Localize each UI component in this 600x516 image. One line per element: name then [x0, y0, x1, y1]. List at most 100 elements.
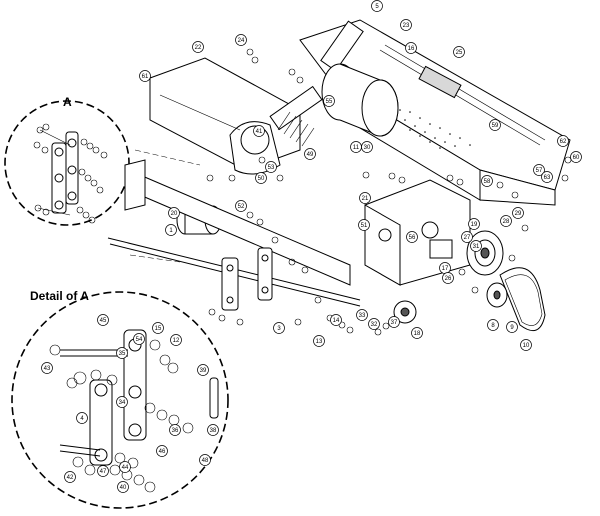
- hub-sprocket: [393, 300, 417, 324]
- callout-number: 29: [515, 211, 522, 217]
- perforated-panel: [399, 109, 471, 149]
- callout-number: 10: [523, 343, 530, 349]
- front-cover: [149, 57, 301, 175]
- callout-number: 9: [510, 325, 514, 331]
- callout-number: 48: [202, 458, 209, 464]
- callout-43: 43: [41, 362, 53, 374]
- callout-number: 39: [200, 368, 207, 374]
- callout-number: 35: [119, 351, 126, 357]
- callout-number: 3: [277, 326, 281, 332]
- callout-number: 55: [326, 99, 333, 105]
- callout-22: 22: [192, 41, 204, 53]
- callout-number: 63: [544, 175, 551, 181]
- callout-5: 5: [371, 0, 383, 12]
- callout-55: 55: [323, 95, 335, 107]
- callout-44: 44: [119, 461, 131, 473]
- callout-number: 25: [456, 50, 463, 56]
- callout-number: 62: [560, 139, 567, 145]
- callout-47: 47: [97, 465, 109, 477]
- callout-9: 9: [506, 321, 518, 333]
- callout-number: 44: [122, 465, 129, 471]
- callout-31: 31: [470, 240, 482, 252]
- callout-number: 13: [316, 339, 323, 345]
- gearbox-housing: [364, 179, 471, 286]
- callout-number: 23: [403, 23, 410, 29]
- callout-25: 25: [453, 46, 465, 58]
- callout-16: 16: [405, 42, 417, 54]
- callout-number: 15: [155, 326, 162, 332]
- callout-number: 8: [491, 323, 495, 329]
- callout-11: 11: [350, 141, 362, 153]
- callout-number: 14: [333, 318, 340, 324]
- callout-number: 26: [445, 276, 452, 282]
- callout-50: 50: [255, 172, 267, 184]
- callout-56: 56: [406, 231, 418, 243]
- callout-37: 37: [388, 316, 400, 328]
- callout-number: 54: [136, 337, 143, 343]
- callout-46: 46: [156, 445, 168, 457]
- callout-number: 28: [503, 219, 510, 225]
- detail-circle-a-small: [4, 100, 130, 226]
- callout-1: 1: [165, 224, 177, 236]
- callout-41: 41: [253, 125, 265, 137]
- callout-60: 60: [570, 151, 582, 163]
- callout-28: 28: [500, 215, 512, 227]
- callout-number: 4: [80, 416, 84, 422]
- callout-63: 63: [541, 171, 553, 183]
- callout-53: 53: [265, 161, 277, 173]
- spring-assembly: [269, 85, 323, 147]
- callout-number: 42: [67, 475, 74, 481]
- callout-number: 31: [473, 244, 480, 250]
- callout-62: 62: [557, 135, 569, 147]
- callout-36: 36: [169, 424, 181, 436]
- callout-number: 30: [364, 145, 371, 151]
- callout-number: 41: [256, 129, 263, 135]
- callout-13: 13: [313, 335, 325, 347]
- callout-number: 59: [492, 123, 499, 129]
- callout-number: 51: [361, 223, 368, 229]
- callout-number: 32: [371, 322, 378, 328]
- callout-39: 39: [197, 364, 209, 376]
- callout-12: 12: [170, 334, 182, 346]
- callout-20: 20: [168, 207, 180, 219]
- callout-18: 18: [411, 327, 423, 339]
- detail-a-small-assembly: [33, 123, 108, 224]
- callout-number: 49: [307, 152, 314, 158]
- callout-number: 53: [268, 165, 275, 171]
- callout-number: 40: [120, 485, 127, 491]
- callout-61: 61: [139, 70, 151, 82]
- callout-number: 43: [44, 366, 51, 372]
- callout-number: 60: [573, 155, 580, 161]
- callout-number: 56: [409, 235, 416, 241]
- callout-number: 17: [442, 266, 449, 272]
- callout-15: 15: [152, 322, 164, 334]
- callout-24: 24: [235, 34, 247, 46]
- callout-42: 42: [64, 471, 76, 483]
- callout-34: 34: [116, 396, 128, 408]
- roller-drum: [321, 63, 399, 137]
- callout-number: 11: [353, 145, 360, 151]
- detail-a-large-assembly: [49, 329, 219, 493]
- callout-number: 38: [210, 428, 217, 434]
- callout-number: 52: [238, 204, 245, 210]
- callout-3: 3: [273, 322, 285, 334]
- callout-number: 12: [173, 338, 180, 344]
- callout-8: 8: [487, 319, 499, 331]
- callout-17: 17: [439, 262, 451, 274]
- callout-38: 38: [207, 424, 219, 436]
- callout-number: 47: [100, 469, 107, 475]
- callout-23: 23: [400, 19, 412, 31]
- callout-number: 19: [471, 222, 478, 228]
- callout-48: 48: [199, 454, 211, 466]
- callout-number: 58: [484, 179, 491, 185]
- callout-number: 37: [391, 320, 398, 326]
- lower-frame-bar: [124, 159, 351, 286]
- v-belt: [499, 267, 546, 332]
- callout-number: 50: [258, 176, 265, 182]
- callout-33: 33: [356, 309, 368, 321]
- callout-29: 29: [512, 207, 524, 219]
- callout-number: 34: [119, 400, 126, 406]
- callout-32: 32: [368, 318, 380, 330]
